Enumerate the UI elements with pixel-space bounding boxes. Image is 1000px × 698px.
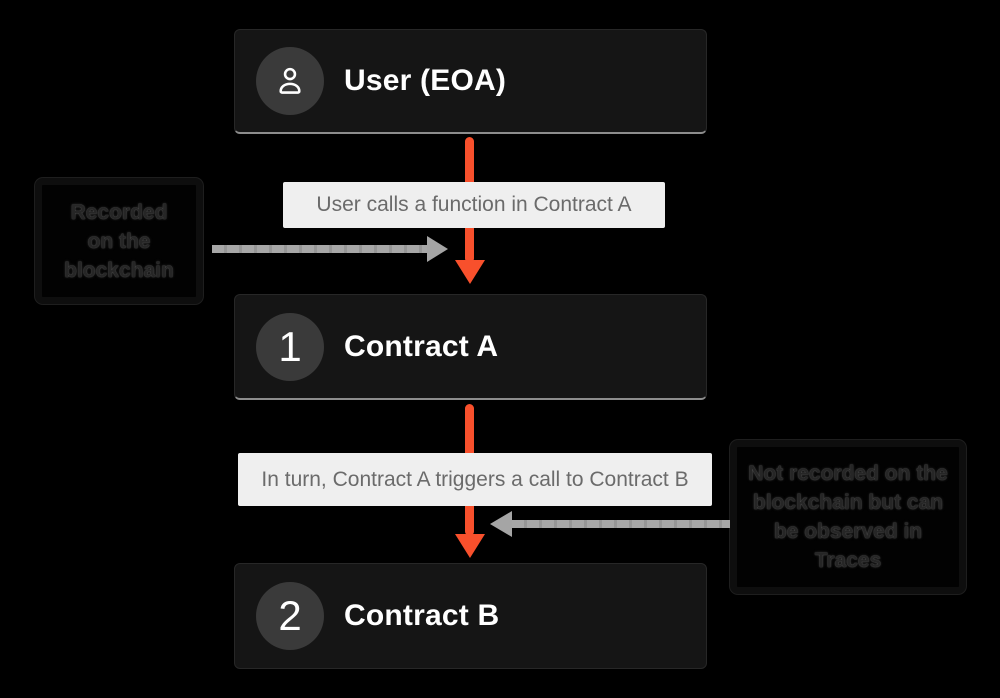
right-annotation-arrow-shaft xyxy=(512,520,730,528)
callout-line: be observed in xyxy=(773,520,923,543)
callout-line: on the xyxy=(87,229,151,253)
callout-line: blockchain but can xyxy=(752,491,944,514)
callout-line: Not recorded on the xyxy=(748,462,948,485)
step-2-badge: 2 xyxy=(256,582,324,650)
step-1-badge: 1 xyxy=(256,312,324,381)
callout-line: Traces xyxy=(814,549,882,572)
node-title-contract-a: Contract A xyxy=(344,329,499,363)
node-title-contract-b: Contract B xyxy=(344,599,500,632)
callout-recorded-on-blockchain: Recorded on the blockchain xyxy=(35,178,203,304)
arrow-user-to-contract-a-head xyxy=(455,260,485,284)
arrow-contract-a-to-b-head xyxy=(455,534,485,558)
step-number: 2 xyxy=(278,592,302,639)
node-title-user: User (EOA) xyxy=(344,64,507,97)
node-contract-a: 1 Contract A xyxy=(234,294,707,400)
flow-label-call-function: User calls a function in Contract A xyxy=(283,182,665,228)
user-avatar-badge xyxy=(256,47,324,115)
left-annotation-arrow-shaft xyxy=(212,245,428,253)
user-icon xyxy=(279,67,301,94)
callout-not-recorded-traces: Not recorded on the blockchain but can b… xyxy=(730,440,966,594)
callout-line: Recorded xyxy=(70,200,168,224)
callout-line: blockchain xyxy=(64,258,174,282)
node-contract-b: 2 Contract B xyxy=(234,563,707,669)
right-annotation-arrow-head xyxy=(490,511,512,537)
node-user-eoa: User (EOA) xyxy=(234,29,707,134)
left-annotation-arrow-head xyxy=(427,236,448,262)
flow-label-triggers-call: In turn, Contract A triggers a call to C… xyxy=(238,453,712,506)
step-number: 1 xyxy=(278,322,302,370)
